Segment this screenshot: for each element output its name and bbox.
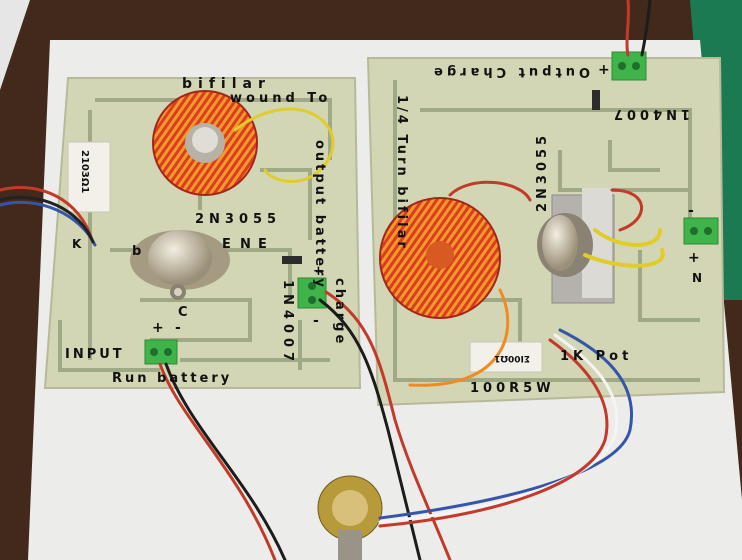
label-b: b xyxy=(132,244,141,259)
paper-corner xyxy=(0,0,30,90)
left-board-labels: bifilar wound To 2N3055 b E N E C + - IN… xyxy=(65,76,347,386)
left-board xyxy=(43,77,362,389)
label-resistor-code: ΣΙ00Ω1 xyxy=(494,353,530,363)
left-transistor xyxy=(130,230,230,300)
terminal-top-right xyxy=(611,51,647,81)
label-plus-right: + xyxy=(688,250,700,266)
label-c: C xyxy=(178,305,188,320)
right-transistor-heatsink xyxy=(537,188,615,304)
label-plus-out: + xyxy=(313,264,324,279)
label-wound-to: wound To xyxy=(230,91,331,106)
wires xyxy=(0,0,665,560)
label-n: N xyxy=(240,237,251,252)
right-diode xyxy=(592,90,600,110)
terminal-right xyxy=(683,217,719,245)
potentiometer xyxy=(317,475,383,560)
label-minus-right: - xyxy=(688,203,694,219)
right-board-labels: Output Charge + 1N4007 2N3055 1/4 Turn b… xyxy=(394,62,702,396)
label-minus: - xyxy=(175,320,181,336)
label-diode-right: 1N4007 xyxy=(610,106,690,121)
label-charge: charge xyxy=(332,278,347,346)
right-resistor xyxy=(469,341,543,373)
label-output-charge: Output Charge xyxy=(430,64,590,79)
label-pot: 1K Pot xyxy=(560,349,632,364)
label-e: E xyxy=(222,237,231,252)
label-minus-out: - xyxy=(313,313,319,329)
label-bifilar: bifilar xyxy=(182,76,271,92)
left-diode xyxy=(282,256,302,264)
left-resistor xyxy=(67,141,111,213)
terminal-input xyxy=(144,339,178,365)
label-plus: + xyxy=(152,320,164,336)
label-transistor-right: 2N3055 xyxy=(535,132,550,212)
right-toroid-coil xyxy=(379,197,501,319)
label-transistor-left: 2N3055 xyxy=(195,212,281,227)
label-resistor-right: 100R5W xyxy=(470,381,555,396)
label-resistor-left: 2103Ω1 xyxy=(79,150,90,193)
label-k: K xyxy=(72,237,82,251)
label-output-battery: output battery xyxy=(312,140,327,290)
label-winding: 1/4 Turn bifilar xyxy=(394,95,409,251)
left-toroid-coil xyxy=(152,90,258,196)
label-input: INPUT xyxy=(65,347,125,362)
label-plus-top: + xyxy=(598,62,610,78)
terminal-output xyxy=(297,277,327,309)
label-diode-left: 1N4007 xyxy=(280,280,295,366)
label-e2: E xyxy=(258,237,267,252)
label-run-battery: Run battery xyxy=(112,371,232,386)
label-n-right: N xyxy=(692,271,702,285)
